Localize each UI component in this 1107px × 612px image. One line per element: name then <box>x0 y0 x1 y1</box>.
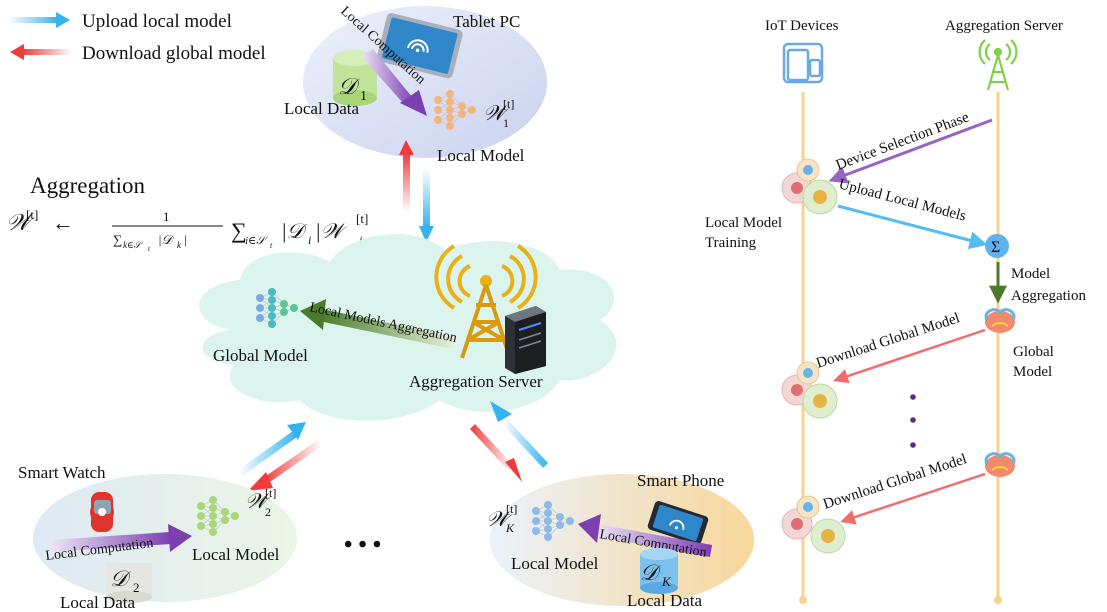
phone-data-label: Local Data <box>627 591 702 610</box>
tablet-download-arrow <box>399 140 414 212</box>
watch-model-label: Local Model <box>192 545 280 564</box>
device-selection-arrow <box>828 118 993 184</box>
tablet-cluster: Tablet PC 𝒟 1 Local Data Local Computati… <box>284 4 547 165</box>
watch-weight-sup: [t] <box>265 486 276 500</box>
watch-data-symbol: 𝒟 <box>110 566 132 591</box>
watch-computation-arrow <box>50 524 192 552</box>
formula-den-body-end: | <box>184 232 187 247</box>
phone-data-icon <box>640 548 678 594</box>
smartwatch-icon <box>90 492 114 532</box>
watch-title: Smart Watch <box>18 463 106 482</box>
upload-models-label: Upload Local Models <box>837 176 968 224</box>
formula-den-sub2: t <box>148 245 151 253</box>
local-training-label-1: Local Model <box>705 215 782 231</box>
formula-sum-sub: i∈𝒮 <box>245 235 268 247</box>
tablet-upload-arrow <box>419 168 434 242</box>
watch-upload-arrow <box>238 422 306 476</box>
global-model-icon <box>256 288 298 328</box>
phone-weight-sub: K <box>505 521 515 535</box>
local-training-label-2: Training <box>705 235 757 251</box>
watch-data-label: Local Data <box>60 593 135 612</box>
tablet-data-sub: 1 <box>360 89 367 104</box>
aggregation-formula: Aggregation 𝒲 [t] ← 1 ∑ k∈𝒮 t |𝒟 k | ∑ i… <box>6 173 368 253</box>
global-model-seq-1: Global <box>1013 344 1054 360</box>
legend: Upload local model Download global model <box>8 11 266 64</box>
watch-data-icon <box>106 563 152 603</box>
download-legend-arrow <box>10 44 72 60</box>
download-global-arrow-2 <box>840 472 986 525</box>
formula-body-sub: i <box>308 233 311 247</box>
phone-data-symbol: 𝒟 <box>640 560 662 585</box>
smartphone-icon <box>647 501 709 545</box>
formula-body: |𝒟 <box>281 219 308 243</box>
model-agg-label-1: Model <box>1011 266 1050 282</box>
aggregation-title: Aggregation <box>30 173 145 198</box>
upload-legend-label: Upload local model <box>82 11 232 32</box>
formula-sum-sub2: t <box>270 241 273 250</box>
server-cloud: Global Model Local Models Aggregation Ag… <box>199 234 617 421</box>
device-selection-label: Device Selection Phase <box>834 109 972 173</box>
aggregation-arrow <box>300 299 455 349</box>
server-label: Aggregation Server <box>409 372 543 391</box>
vertical-ellipsis <box>910 394 916 448</box>
tablet-title: Tablet PC <box>453 12 520 31</box>
phone-cluster: Smart Phone Local Computation 𝒟 K Local … <box>486 471 754 610</box>
formula-body-mid: |𝒲 <box>315 219 348 243</box>
sum-icon: Σ <box>985 234 1009 258</box>
server-header: Aggregation Server <box>945 18 1063 34</box>
tablet-model-icon <box>434 90 476 130</box>
watch-weight-sub: 2 <box>265 505 271 519</box>
phone-model-label: Local Model <box>511 554 599 573</box>
tablet-icon <box>376 13 463 79</box>
phone-model-icon <box>532 501 574 541</box>
formula-den-sub: k∈𝒮 <box>123 240 144 250</box>
phone-data-sub: K <box>661 574 672 589</box>
tablet-model-label: Local Model <box>437 146 525 165</box>
download-legend-label: Download global model <box>82 43 266 64</box>
phone-download-arrow <box>470 424 522 482</box>
sum-symbol: Σ <box>991 239 1000 256</box>
formula-den-body: |𝒟 <box>158 232 175 247</box>
download-global-arrow-1 <box>833 328 986 384</box>
formula-body-sup: [t] <box>356 211 368 226</box>
formula-denominator: ∑ <box>113 232 122 247</box>
formula-arrow: ← <box>52 210 74 235</box>
formula-sup: [t] <box>26 207 38 222</box>
model-agg-label-2: Aggregation <box>1011 288 1086 304</box>
upload-models-arrow <box>837 204 988 250</box>
upload-legend-arrow <box>8 12 70 28</box>
global-model-seq-2: Model <box>1013 364 1052 380</box>
formula-den-body-sub: k <box>177 240 182 250</box>
watch-model-icon <box>197 496 239 536</box>
sequence-diagram: IoT Devices Aggregation Server Device Se… <box>705 18 1086 604</box>
brain-icon <box>984 308 1016 333</box>
gears-icon-2 <box>781 361 838 419</box>
tablet-weight-sub: 1 <box>503 116 509 130</box>
antenna-tower-icon <box>434 244 538 359</box>
server-antenna-icon <box>978 39 1018 91</box>
global-model-label: Global Model <box>213 346 308 365</box>
phone-upload-arrow <box>490 401 548 468</box>
tablet-data-label: Local Data <box>284 99 359 118</box>
tablet-weight-sup: [t] <box>503 97 514 111</box>
training-gears-icon <box>781 158 838 215</box>
phone-title: Smart Phone <box>637 471 724 490</box>
tablet-computation-arrow <box>361 49 427 116</box>
phone-computation-arrow <box>578 514 712 557</box>
server-icon <box>505 306 546 374</box>
tablet-data-symbol: 𝒟 <box>338 74 361 99</box>
watch-data-sub: 2 <box>133 580 140 595</box>
formula-sum: ∑ <box>231 218 247 243</box>
ellipsis-dots: • • • <box>344 532 381 558</box>
watch-cluster: Smart Watch Local Computation 𝒟 2 Local … <box>18 463 297 612</box>
gears-icon-3 <box>781 495 846 554</box>
formula-numerator: 1 <box>163 209 170 224</box>
phone-weight-sup: [t] <box>506 502 517 516</box>
watch-download-arrow <box>248 440 322 491</box>
iot-header: IoT Devices <box>765 18 839 34</box>
iot-devices-icon <box>782 42 824 84</box>
brain-icon-2 <box>984 452 1016 477</box>
tablet-bubble <box>303 6 547 158</box>
